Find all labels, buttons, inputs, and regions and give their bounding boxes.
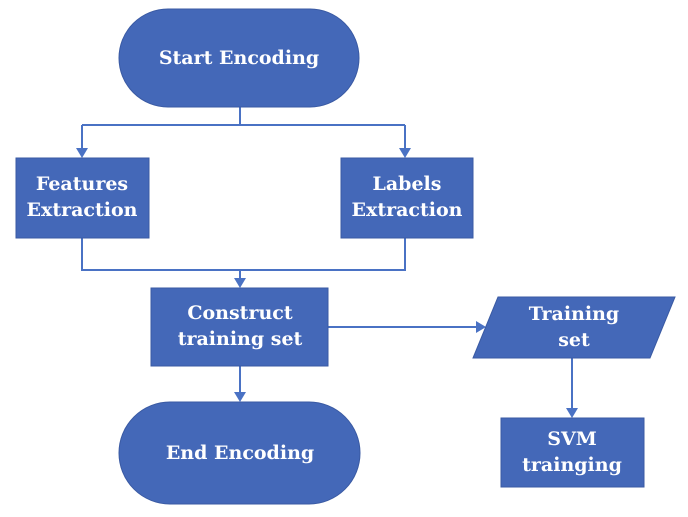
svm-trainging-label-line2: trainging bbox=[522, 454, 622, 476]
features-extraction-label-line1: Features bbox=[36, 173, 128, 195]
arrowhead-end bbox=[234, 392, 246, 402]
edge-start-to-split bbox=[82, 107, 405, 126]
node-svm-trainging: SVM trainging bbox=[500, 417, 645, 488]
node-construct-training-set: Construct training set bbox=[150, 287, 329, 367]
features-extraction-label-line2: Extraction bbox=[27, 199, 138, 221]
training-set-label-line1: Training bbox=[529, 303, 619, 325]
node-end-encoding: End Encoding bbox=[118, 401, 361, 505]
arrowhead-features bbox=[76, 148, 88, 158]
construct-training-set-label-line2: training set bbox=[178, 328, 303, 350]
edges bbox=[76, 107, 578, 418]
node-training-set: Training set bbox=[472, 296, 676, 359]
arrowhead-training-set bbox=[476, 321, 486, 333]
labels-extraction-label-line1: Labels bbox=[373, 173, 442, 195]
node-features-extraction: Features Extraction bbox=[15, 157, 150, 239]
node-labels-extraction: Labels Extraction bbox=[340, 157, 474, 239]
edge-merge-to-construct bbox=[81, 238, 406, 280]
arrowhead-labels bbox=[399, 148, 411, 158]
svm-trainging-label-line1: SVM bbox=[547, 428, 597, 450]
start-encoding-label: Start Encoding bbox=[159, 47, 319, 69]
node-start-encoding: Start Encoding bbox=[118, 8, 360, 108]
arrowhead-svm bbox=[566, 408, 578, 418]
arrowhead-construct bbox=[234, 278, 246, 288]
labels-extraction-label-line2: Extraction bbox=[352, 199, 463, 221]
end-encoding-label: End Encoding bbox=[166, 442, 314, 464]
training-set-label-line2: set bbox=[558, 329, 590, 351]
construct-training-set-label-line1: Construct bbox=[187, 302, 292, 324]
